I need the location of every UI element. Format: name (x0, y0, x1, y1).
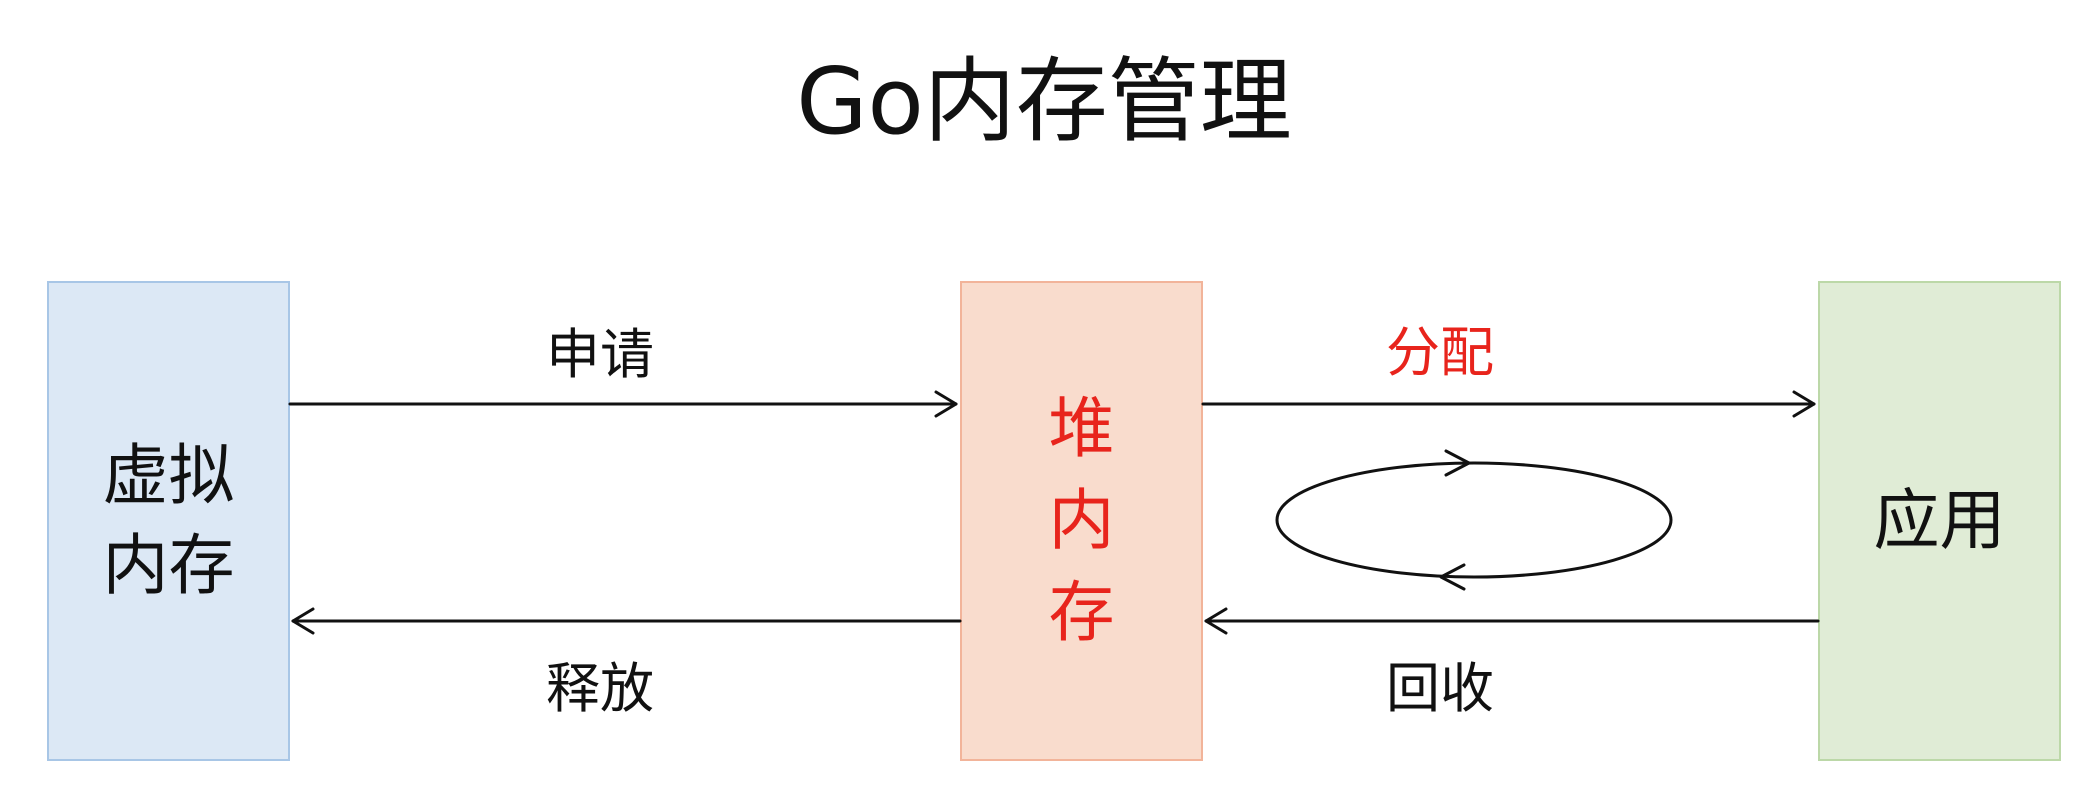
apply-arrowhead (934, 390, 958, 418)
apply-label: 申请 (546, 323, 654, 386)
release-arrowhead (291, 607, 315, 635)
allocate-label: 分配 (1386, 321, 1494, 384)
recycle-arrowhead (1204, 607, 1228, 635)
diagram-title: Go内存管理 (796, 48, 1292, 155)
release-label: 释放 (546, 657, 654, 720)
recycle-label: 回收 (1386, 657, 1494, 720)
application-node: 应用 (1818, 281, 2061, 761)
cycle-loop (1275, 461, 1673, 579)
virtual-memory-label: 虚拟 内存 (102, 437, 235, 604)
virtual-memory-node: 虚拟 内存 (47, 281, 290, 761)
allocate-arrowhead (1792, 390, 1816, 418)
application-label: 应用 (1873, 482, 2006, 559)
cycle-loop-arrowhead-bottom (1439, 563, 1466, 591)
heap-memory-label: 堆 内 存 (1048, 390, 1115, 651)
cycle-loop-arrowhead-top (1444, 449, 1471, 477)
heap-memory-node: 堆 内 存 (960, 281, 1203, 761)
